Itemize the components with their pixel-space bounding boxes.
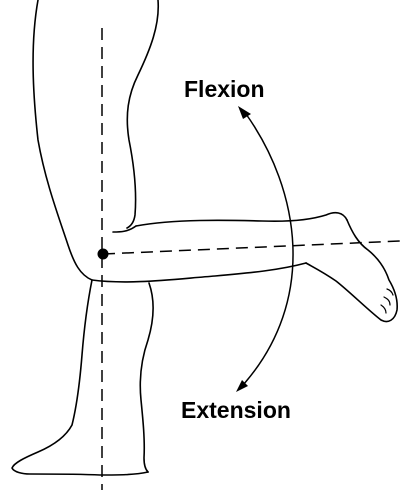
lower-leg-upper-outline xyxy=(135,211,348,227)
toe-lines xyxy=(380,288,394,314)
lower-leg-lower-outline xyxy=(91,262,307,283)
flexion-label: Flexion xyxy=(184,76,265,102)
extension-label: Extension xyxy=(181,397,291,423)
raised-foot-outline xyxy=(305,219,398,323)
knee-notch xyxy=(112,225,137,233)
lower-leg-axis-line xyxy=(102,240,401,255)
flexion-arrowhead xyxy=(238,106,251,119)
knee-joint-pivot xyxy=(97,248,109,260)
standing-leg-front-outline xyxy=(11,279,149,476)
thigh-back-outline xyxy=(126,0,160,229)
extension-arrowhead xyxy=(236,380,248,392)
standing-leg-back-outline xyxy=(139,282,154,473)
thigh-front-outline xyxy=(32,0,93,281)
range-of-motion-arc xyxy=(242,113,294,386)
